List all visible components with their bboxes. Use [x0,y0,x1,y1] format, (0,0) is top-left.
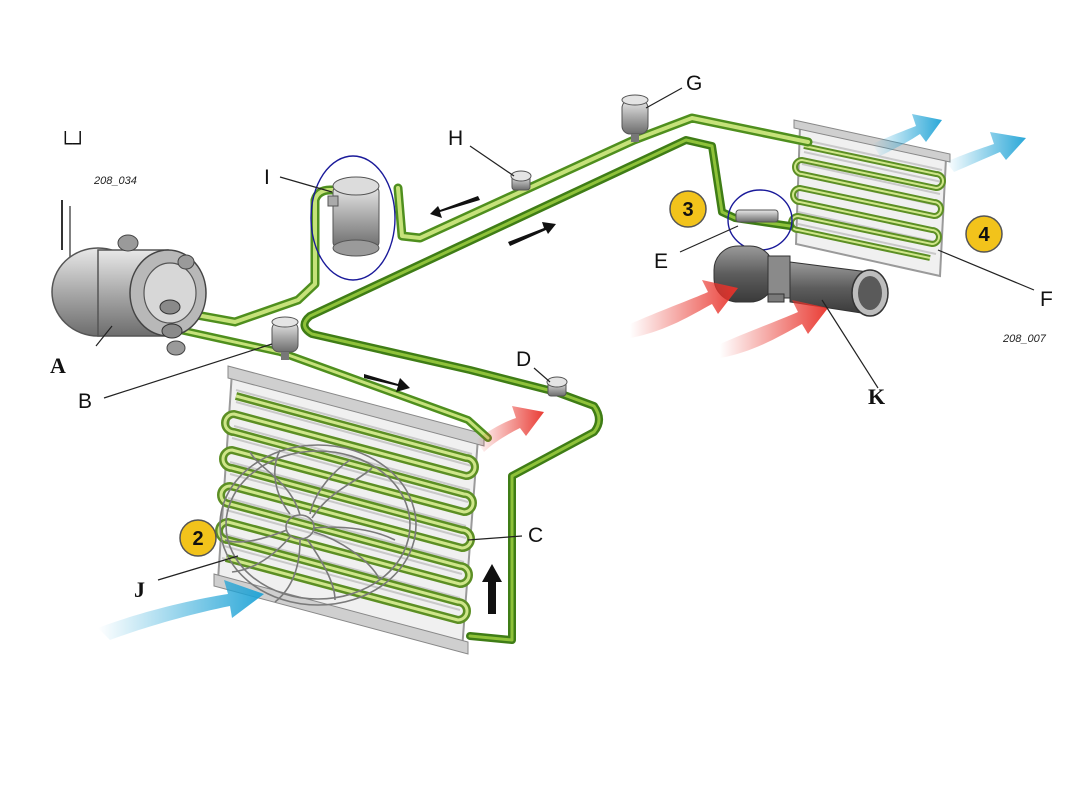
svg-text:2: 2 [192,528,203,550]
focus-circle-drier [310,155,396,281]
pressure-switch-icon-b [271,316,299,360]
reference-number-top: 208_034 [93,175,137,187]
svg-text:4: 4 [978,224,990,246]
fan-icon [219,444,417,606]
blower-icon [713,245,889,317]
evaporator-icon [788,119,951,278]
stage-marker-2: 2 [179,519,217,557]
warm-air-arrows [476,280,828,452]
condenser-icon [213,365,485,655]
reference-number-right: 208_007 [1002,333,1047,345]
label-j: J [134,577,145,602]
service-valve-icon-d [546,376,568,397]
cool-air-arrows [98,114,1026,640]
expansion-valve-icon [727,189,793,251]
pressure-switch-icon-g [621,94,649,142]
label-f: F [1040,288,1053,311]
label-d: D [516,348,531,371]
stage-marker-3: 3 [669,190,707,228]
svg-text:3: 3 [682,199,693,221]
stage-marker-4: 4 [965,215,1003,253]
compressor-icon [51,200,207,356]
low-pressure-line [300,136,794,644]
label-i: I [264,166,270,189]
label-k: K [868,384,885,409]
flow-arrow-icon [364,196,556,614]
label-b: B [78,390,92,413]
receiver-drier-icon [310,155,396,281]
label-g: G [686,72,702,95]
label-e: E [654,250,668,273]
service-valve-icon-h [510,170,532,191]
label-c: C [528,524,543,547]
leader-lines [95,87,1035,581]
corner-mark: └┘ [58,130,88,155]
label-h: H [448,127,463,150]
label-a: A [50,353,66,378]
